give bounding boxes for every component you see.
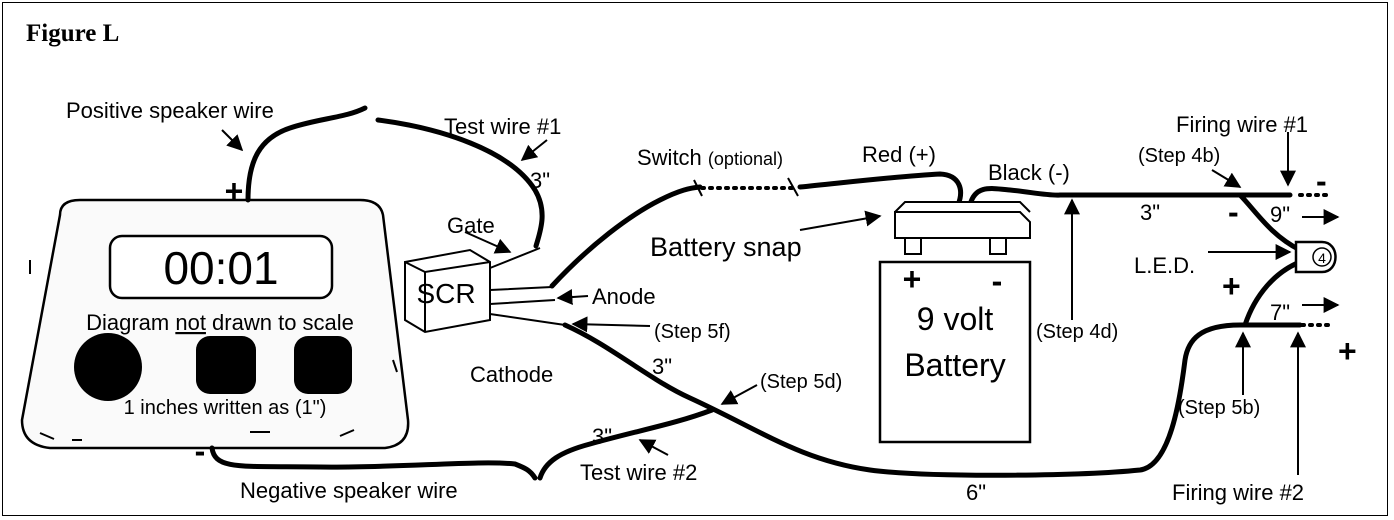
battery-line2: Battery bbox=[904, 347, 1005, 383]
figure-title: Figure L bbox=[26, 20, 120, 47]
timer-button-right bbox=[294, 336, 352, 394]
label-negative-speaker-wire: Negative speaker wire bbox=[240, 478, 458, 503]
label-step-5d: (Step 5d) bbox=[760, 371, 842, 393]
battery: + - 9 volt Battery bbox=[878, 260, 1032, 444]
label-battery-snap: Battery snap bbox=[650, 232, 802, 262]
led-minus: - bbox=[1228, 194, 1239, 230]
test-wire-1 bbox=[375, 117, 545, 249]
firing-wire-2-plus: + bbox=[1338, 333, 1357, 369]
led: 4 bbox=[1294, 240, 1337, 274]
cathode-wire bbox=[562, 322, 1303, 478]
led-lead-positive bbox=[1242, 259, 1303, 328]
inches-note: 1 inches written as (1") bbox=[124, 397, 327, 419]
black-wire bbox=[967, 186, 1293, 208]
timer-display bbox=[108, 234, 334, 300]
pointer-arrows bbox=[221, 129, 1340, 475]
label-len-fw1: 9" bbox=[1270, 202, 1290, 227]
label-len-black: 3" bbox=[1140, 200, 1160, 225]
timer-minus-sign: - bbox=[195, 433, 206, 469]
label-len-test1: 3" bbox=[530, 168, 550, 193]
timer-plus-sign: + bbox=[225, 173, 244, 209]
led-plus: + bbox=[1222, 268, 1241, 304]
label-step-4d: (Step 4d) bbox=[1036, 321, 1118, 343]
label-step-5f: (Step 5f) bbox=[654, 321, 731, 343]
label-switch: Switch (optional) bbox=[637, 145, 783, 170]
label-firing-wire-1: Firing wire #1 bbox=[1176, 112, 1308, 137]
battery-snap bbox=[894, 201, 1031, 255]
firing-wire-1-minus: - bbox=[1316, 163, 1327, 199]
negative-speaker-wire bbox=[209, 445, 538, 481]
label-step-4b: (Step 4b) bbox=[1138, 145, 1220, 167]
battery-line1: 9 volt bbox=[917, 301, 994, 337]
label-firing-wire-2: Firing wire #2 bbox=[1172, 480, 1304, 505]
label-test-wire-2: Test wire #2 bbox=[580, 460, 697, 485]
scr-label: SCR bbox=[416, 278, 475, 309]
timer: 00:01 Diagram not drawn to scale 1 inche… bbox=[20, 198, 410, 450]
scr-component: SCR bbox=[404, 248, 491, 334]
timer-display-text: 00:01 bbox=[163, 242, 278, 294]
led-number: 4 bbox=[1318, 250, 1326, 266]
label-step-5b: (Step 5b) bbox=[1178, 397, 1260, 419]
label-len-test2: 3" bbox=[592, 424, 612, 449]
test-wire-2 bbox=[537, 407, 715, 481]
label-test-wire-1: Test wire #1 bbox=[444, 114, 561, 139]
label-len-fw2: 7" bbox=[1270, 300, 1290, 325]
label-len-bottom: 6" bbox=[966, 480, 986, 505]
switch-ticks bbox=[693, 177, 799, 197]
battery-plus: + bbox=[903, 261, 922, 297]
label-positive-speaker-wire: Positive speaker wire bbox=[66, 98, 274, 123]
scale-note: Diagram not drawn to scale bbox=[86, 310, 354, 335]
battery-minus: - bbox=[992, 263, 1003, 299]
timer-button-middle bbox=[196, 336, 256, 394]
label-gate: Gate bbox=[447, 213, 495, 238]
label-anode: Anode bbox=[592, 284, 656, 309]
anode-wire bbox=[549, 184, 703, 289]
timer-button-round bbox=[74, 333, 142, 401]
label-red: Red (+) bbox=[862, 142, 936, 167]
label-black: Black (-) bbox=[988, 160, 1070, 185]
label-led: L.E.D. bbox=[1134, 253, 1195, 278]
label-cathode: Cathode bbox=[470, 362, 553, 387]
scr-leads bbox=[489, 247, 566, 326]
label-len-cathode: 3" bbox=[652, 354, 672, 379]
red-wire bbox=[797, 171, 964, 208]
positive-speaker-wire bbox=[245, 105, 368, 203]
